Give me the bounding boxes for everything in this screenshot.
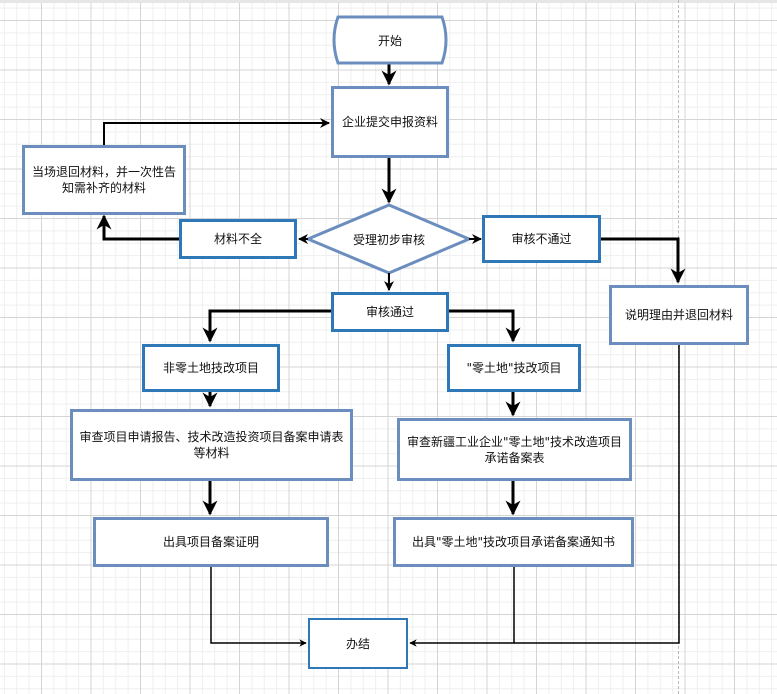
non-zero-land-project-label: 非零土地技改项目	[162, 361, 259, 375]
issue-notice-node[interactable]: 出具"零土地"技改项目承诺备案通知书	[393, 517, 634, 567]
edge-return-to-submit	[103, 118, 330, 145]
start-node[interactable]: 开始	[330, 15, 450, 65]
review-application-label: 审查项目申请报告、技术改造投资项目备案申请表等材料	[79, 430, 344, 460]
start-terminal-shape[interactable]	[330, 15, 450, 65]
canvas-top-bar	[0, 0, 777, 3]
zero-land-project-label: "零土地"技改项目	[466, 361, 562, 375]
preliminary-review-label: 受理初步审核	[352, 232, 425, 247]
zero-land-project-node[interactable]: "零土地"技改项目	[447, 344, 581, 392]
issue-notice-label: 出具"零土地"技改项目承诺备案通知书	[411, 535, 616, 549]
explain-return-node[interactable]: 说明理由并退回材料	[609, 285, 749, 345]
complete-label: 办结	[345, 636, 370, 651]
edge-explain-to-complete	[514, 344, 680, 644]
submit-materials-node[interactable]: 企业提交申报资料	[331, 86, 449, 158]
edge-certificate-to-complete	[210, 566, 307, 647]
review-xinjiang-form-node[interactable]: 审查新疆工业企业"零土地"技术改造项目承诺备案表	[397, 418, 632, 481]
submit-materials-label: 企业提交申报资料	[341, 115, 438, 129]
review-passed-label: 审核通过	[365, 305, 414, 319]
edge-passed-to-zero	[449, 309, 521, 343]
edge-passed-to-nonzero	[202, 309, 331, 343]
materials-incomplete-node[interactable]: 材料不全	[179, 219, 297, 259]
review-failed-label: 审核不通过	[511, 232, 572, 246]
review-application-node[interactable]: 审查项目申请报告、技术改造投资项目备案申请表等材料	[70, 409, 353, 481]
materials-incomplete-label: 材料不全	[213, 232, 262, 246]
edge-incomplete-to-return	[96, 214, 179, 241]
review-passed-node[interactable]: 审核通过	[331, 292, 449, 332]
complete-node[interactable]: 办结	[308, 618, 408, 669]
return-onsite-label: 当场退回材料，并一次性告知需补齐的材料	[31, 165, 176, 195]
edge-failed-to-explain	[601, 237, 686, 284]
start-label: 开始	[377, 33, 402, 48]
issue-certificate-label: 出具项目备案证明	[162, 535, 259, 549]
edge-notice-to-complete	[409, 566, 515, 647]
return-onsite-node[interactable]: 当场退回材料，并一次性告知需补齐的材料	[22, 145, 186, 215]
review-xinjiang-form-label: 审查新疆工业企业"零土地"技术改造项目承诺备案表	[406, 434, 623, 465]
preliminary-review-decision[interactable]: 受理初步审核	[308, 205, 470, 273]
explain-return-label: 说明理由并退回材料	[624, 308, 733, 322]
non-zero-land-project-node[interactable]: 非零土地技改项目	[142, 344, 280, 392]
issue-certificate-node[interactable]: 出具项目备案证明	[93, 517, 329, 567]
review-failed-node[interactable]: 审核不通过	[482, 215, 601, 263]
